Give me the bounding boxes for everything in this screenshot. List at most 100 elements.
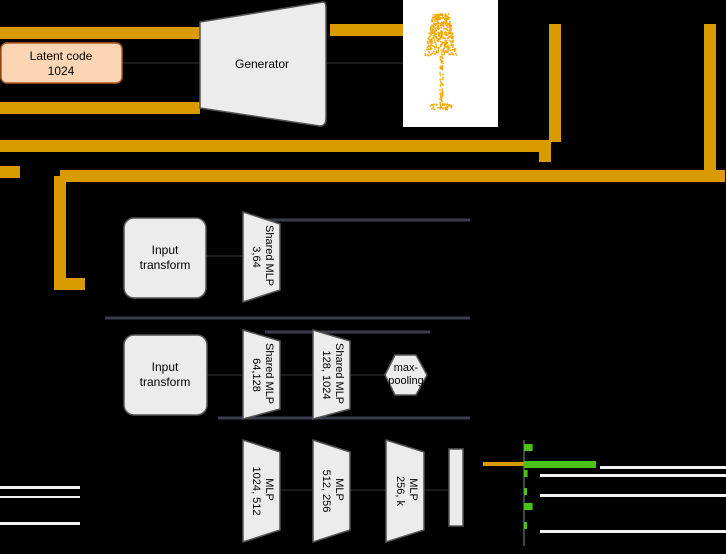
output-bar	[524, 522, 527, 529]
point	[445, 50, 447, 52]
output-bars	[524, 444, 596, 529]
point	[434, 28, 437, 31]
point	[428, 45, 431, 48]
point	[431, 29, 433, 31]
point	[438, 33, 440, 36]
point	[447, 17, 450, 20]
point	[440, 49, 443, 51]
output-score-vector	[448, 448, 464, 527]
point	[451, 48, 454, 51]
latent-code-size: 1024	[48, 64, 75, 78]
point	[435, 14, 438, 16]
input-transform-upper	[123, 217, 207, 299]
point	[432, 36, 434, 39]
point	[436, 21, 439, 24]
point	[441, 30, 443, 33]
point	[429, 105, 432, 107]
point	[428, 39, 431, 41]
point	[443, 37, 446, 40]
point	[451, 37, 453, 39]
point	[439, 93, 442, 96]
point	[433, 22, 435, 24]
point	[443, 28, 446, 30]
point	[429, 27, 432, 30]
point	[432, 106, 435, 108]
point	[451, 33, 454, 35]
point	[444, 108, 447, 111]
point	[439, 36, 442, 38]
point	[429, 29, 432, 32]
point	[438, 28, 440, 30]
point	[455, 54, 458, 56]
point	[437, 25, 440, 28]
point	[447, 47, 450, 49]
point	[426, 46, 429, 49]
shared-mlp-upper	[242, 210, 281, 304]
point	[439, 106, 441, 109]
point	[432, 104, 434, 106]
point	[443, 45, 446, 48]
mlp-classifier-2-label: MLP 512, 256	[320, 470, 345, 513]
point	[449, 26, 451, 28]
point	[442, 76, 444, 79]
point	[430, 31, 432, 33]
point	[450, 44, 453, 47]
point	[427, 47, 430, 50]
point	[430, 20, 433, 22]
point	[442, 107, 444, 110]
point	[445, 17, 447, 20]
max-pooling-line1: max-	[394, 362, 419, 374]
point	[429, 42, 432, 44]
point	[446, 106, 449, 109]
point	[453, 48, 456, 51]
point	[435, 51, 438, 54]
generator-block	[199, 1, 327, 127]
point	[439, 89, 441, 91]
point	[446, 41, 448, 44]
point	[450, 105, 452, 107]
point	[450, 27, 453, 30]
input-transform-lower-line1: Input	[152, 360, 179, 374]
point	[439, 103, 442, 106]
input-transform-lower-line2: transform	[140, 375, 191, 389]
point	[430, 33, 433, 36]
point	[446, 15, 449, 18]
point	[432, 13, 435, 16]
latent-code-box	[0, 42, 123, 84]
point	[431, 52, 434, 54]
mlp-classifier-2	[312, 438, 351, 544]
point	[442, 41, 445, 44]
point	[434, 48, 436, 51]
point	[443, 51, 446, 54]
point	[436, 37, 438, 40]
point	[440, 82, 443, 84]
point	[443, 33, 446, 35]
point	[454, 52, 457, 55]
point	[431, 18, 434, 21]
shared-mlp-upper-label: Shared MLP 3,64	[250, 225, 275, 289]
point	[439, 45, 442, 48]
point	[442, 73, 444, 76]
point	[439, 105, 442, 108]
point	[439, 74, 442, 77]
point	[444, 20, 447, 23]
point	[446, 108, 448, 111]
point	[430, 39, 433, 41]
point	[434, 41, 437, 44]
point	[449, 34, 452, 37]
point	[433, 25, 435, 28]
output-bar	[524, 470, 528, 477]
point	[434, 20, 436, 22]
mlp-classifier-1-label: MLP 1024, 512	[250, 467, 275, 516]
point	[439, 78, 442, 81]
max-pooling-line2: pooling	[388, 375, 423, 387]
point	[426, 42, 429, 45]
max-pooling-node	[384, 354, 428, 396]
point	[451, 53, 454, 55]
point	[446, 29, 449, 31]
point	[445, 46, 448, 49]
point	[440, 32, 443, 35]
point	[441, 83, 444, 85]
point	[435, 32, 437, 35]
point	[452, 43, 454, 46]
